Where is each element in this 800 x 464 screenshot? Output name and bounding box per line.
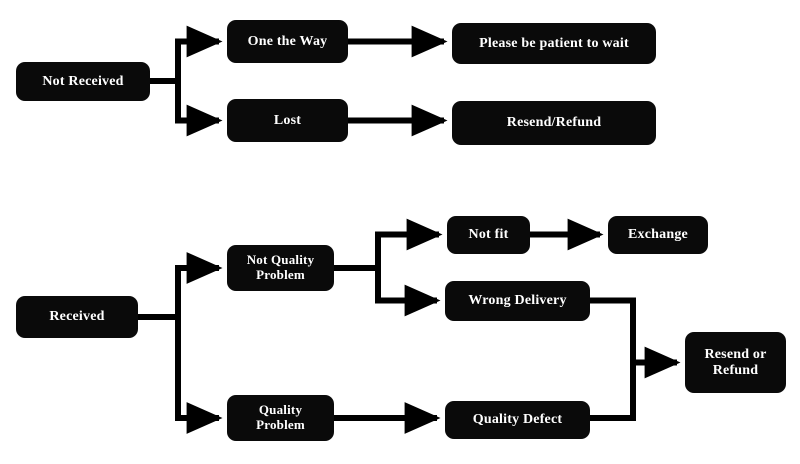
node-label: Resend or Refund bbox=[704, 346, 767, 378]
node-not-received[interactable]: Not Received bbox=[16, 62, 150, 101]
node-quality-defect[interactable]: Quality Defect bbox=[445, 401, 590, 439]
node-label: Wrong Delivery bbox=[468, 293, 567, 309]
node-received[interactable]: Received bbox=[16, 296, 138, 338]
edge-to-wrong-delivery bbox=[375, 268, 441, 317]
node-label: Not Quality Problem bbox=[246, 252, 315, 282]
node-label: One the Way bbox=[247, 33, 328, 49]
node-quality-problem[interactable]: Quality Problem bbox=[227, 395, 334, 441]
node-label: Not fit bbox=[468, 227, 509, 243]
node-resend-refund[interactable]: Resend/Refund bbox=[452, 101, 656, 145]
node-label: Quality Problem bbox=[256, 402, 305, 432]
node-resend-or-refund[interactable]: Resend or Refund bbox=[685, 332, 786, 393]
edge-to-not-fit bbox=[375, 218, 443, 268]
edge-to-one-the-way bbox=[175, 25, 223, 81]
node-label: Not Received bbox=[42, 73, 124, 89]
node-label: Received bbox=[49, 309, 105, 325]
node-label: Quality Defect bbox=[472, 412, 563, 428]
edge-wrong-delivery-merge bbox=[590, 297, 636, 363]
node-not-quality-problem[interactable]: Not Quality Problem bbox=[227, 245, 334, 291]
node-lost[interactable]: Lost bbox=[227, 99, 348, 142]
node-exchange[interactable]: Exchange bbox=[608, 216, 708, 254]
node-please-be-patient-to-wait[interactable]: Please be patient to wait bbox=[452, 23, 656, 64]
edge-quality-defect-merge bbox=[590, 362, 636, 421]
node-wrong-delivery[interactable]: Wrong Delivery bbox=[445, 281, 590, 321]
node-label: Please be patient to wait bbox=[479, 35, 629, 51]
edge-to-quality bbox=[175, 317, 223, 434]
node-label: Lost bbox=[273, 112, 302, 128]
edge-to-not-quality bbox=[175, 252, 223, 317]
edge-to-lost bbox=[175, 81, 223, 137]
node-label: Resend/Refund bbox=[506, 115, 602, 131]
node-label: Exchange bbox=[628, 227, 688, 243]
node-not-fit[interactable]: Not fit bbox=[447, 216, 530, 254]
node-one-the-way[interactable]: One the Way bbox=[227, 20, 348, 63]
